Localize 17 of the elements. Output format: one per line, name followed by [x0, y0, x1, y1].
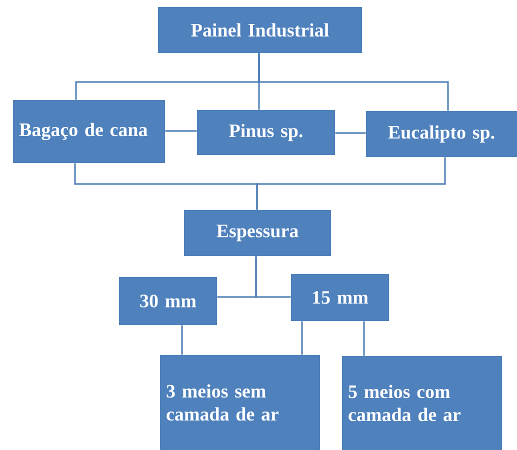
- process-box: Pinus sp.: [197, 110, 335, 155]
- process-box: Espessura: [184, 210, 331, 256]
- connector-line: [256, 157, 446, 210]
- connector-line: [165, 130, 197, 132]
- process-box: 30 mm: [119, 277, 217, 325]
- process-box: Eucalipto sp.: [366, 111, 517, 157]
- process-box: Bagaço de cana: [13, 100, 165, 163]
- process-box: 15 mm: [291, 274, 389, 321]
- process-box: Painel Industrial: [158, 7, 362, 53]
- connector-line: [258, 53, 449, 111]
- process-box: 5 meios com camada de ar: [342, 356, 502, 450]
- connector-line: [363, 321, 365, 356]
- connector-line: [301, 321, 303, 355]
- process-box: 3 meios sem camada de ar: [160, 354, 320, 450]
- connector-line: [335, 132, 366, 134]
- connector-line: [255, 256, 291, 298]
- connector-line: [181, 325, 183, 355]
